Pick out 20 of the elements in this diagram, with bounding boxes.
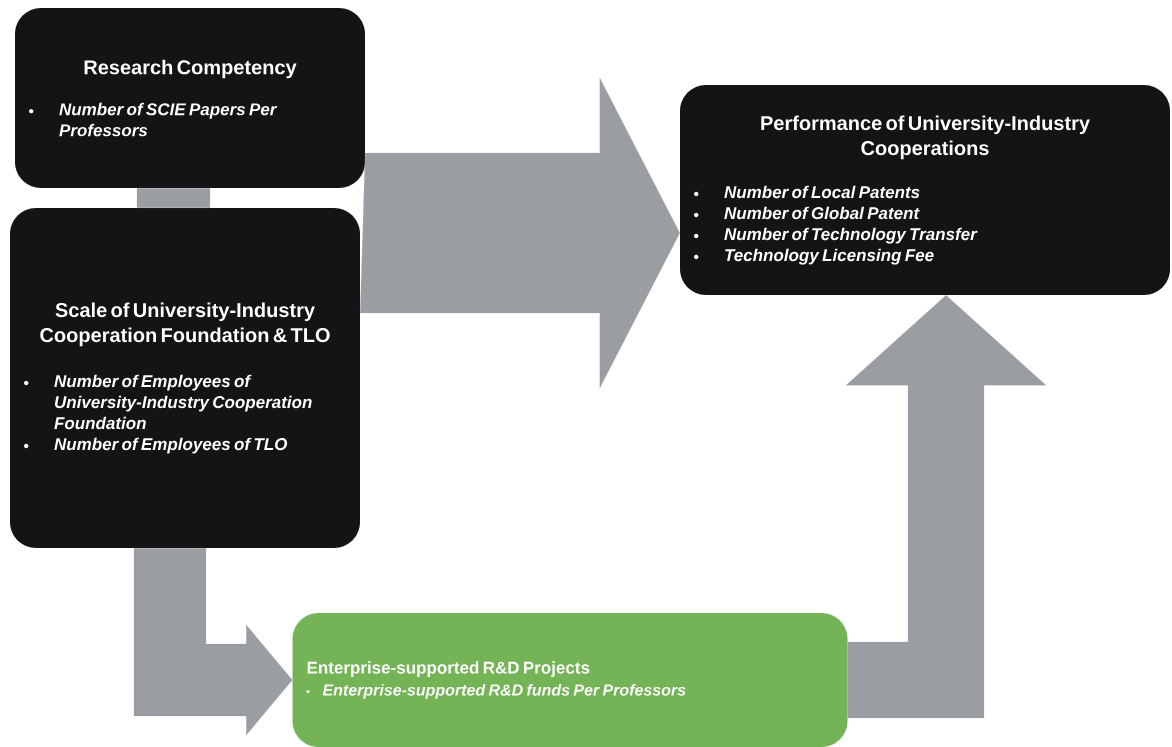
- metric-box: [680, 85, 1170, 295]
- metric-box: [15, 8, 365, 188]
- bullet-item: Number of Employees of TLO: [24, 437, 288, 454]
- elbow-arrow: [133, 548, 293, 736]
- box-title: Research Competency: [84, 59, 297, 79]
- bullet-item: Technology Licensing Fee: [694, 248, 934, 265]
- bullet-item: Enterprise-supported R&D funds Per Professors: [306, 683, 686, 699]
- box-title: Performance of University-Industry Cooperations: [761, 115, 1090, 160]
- box-title: Scale of University-Industry Cooperation Foundation & TLO: [40, 302, 330, 347]
- metric-box: [10, 208, 360, 548]
- elbow-arrow: [845, 295, 1047, 719]
- block-arrow: [360, 77, 680, 389]
- connector-bar: [136, 188, 211, 208]
- box-title: Enterprise-supported R&D Projects: [307, 661, 590, 678]
- bullet-item: Number of Local Patents: [694, 185, 920, 199]
- project-box: [292, 613, 848, 747]
- bullet-item: Number of Global Patent: [694, 206, 920, 220]
- bullet-item: Number of Technology Transfer: [694, 227, 978, 244]
- bullet-item: Number of SCIE Papers Per Professors: [29, 102, 278, 137]
- bullet-item: Number of Employees of University-Industry Cooperation Foundation: [24, 374, 312, 430]
